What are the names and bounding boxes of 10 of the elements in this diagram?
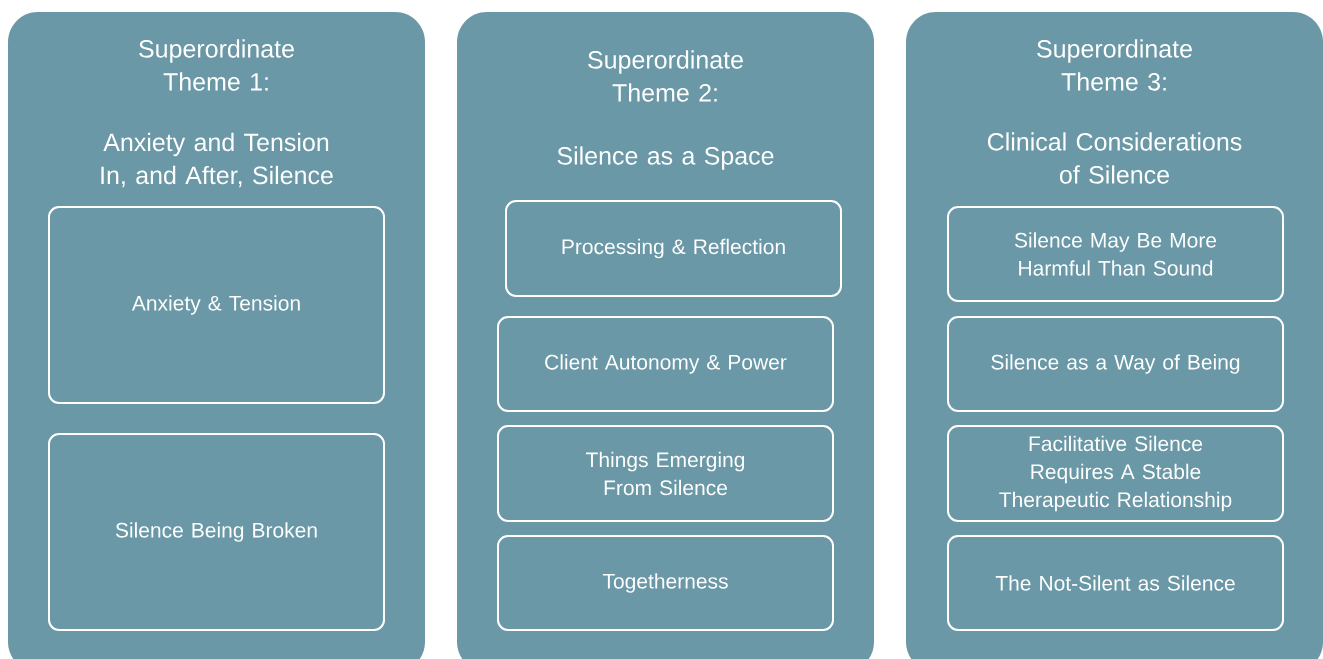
subtheme-box: The Not-Silent as Silence — [947, 535, 1284, 631]
subtheme-box: Silence May Be More Harmful Than Sound — [947, 206, 1284, 302]
subtheme-box: Processing & Reflection — [505, 200, 842, 297]
subtheme-box: Facilitative Silence Requires A Stable Therapeutic Relationship — [947, 425, 1284, 522]
subtheme-box: Silence Being Broken — [48, 433, 385, 631]
subtheme-box: Client Autonomy & Power — [497, 316, 834, 412]
subtheme-box: Anxiety & Tension — [48, 206, 385, 404]
subtheme-box: Togetherness — [497, 535, 834, 631]
subtheme-box: Silence as a Way of Being — [947, 316, 1284, 412]
subtheme-box: Things Emerging From Silence — [497, 425, 834, 522]
